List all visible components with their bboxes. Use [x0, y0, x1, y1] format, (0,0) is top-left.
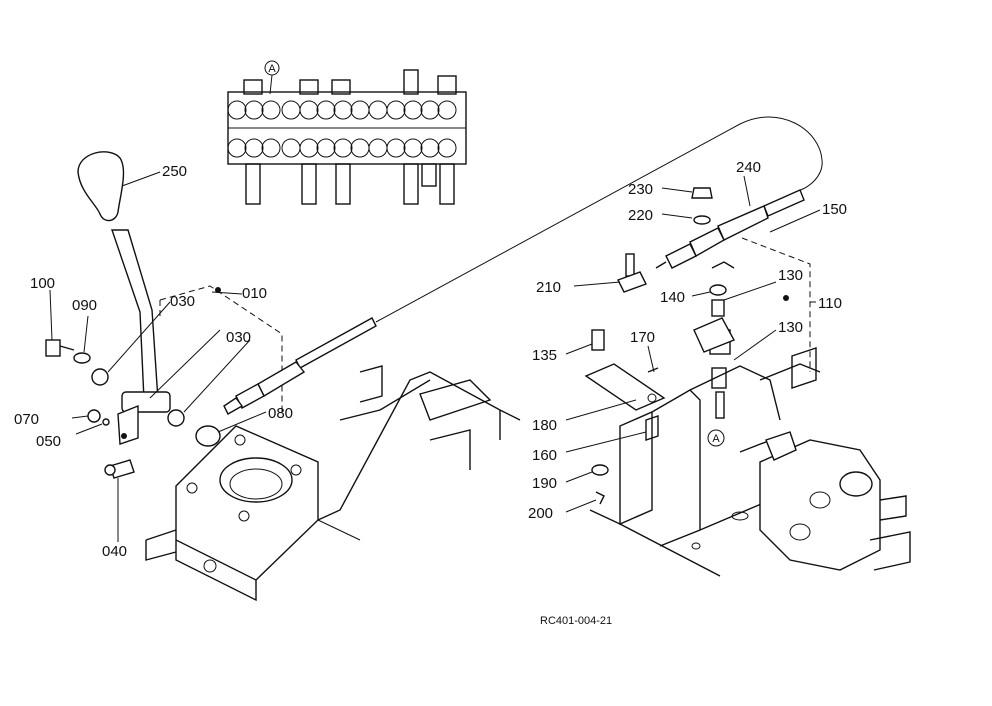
label-170: 170	[630, 329, 655, 346]
label-040: 040	[102, 543, 127, 560]
label-030-upper: 030	[170, 293, 195, 310]
label-220: 220	[628, 207, 653, 224]
label-050: 050	[36, 433, 61, 450]
label-240: 240	[736, 159, 761, 176]
label-100: 100	[30, 275, 55, 292]
label-250: 250	[162, 163, 187, 180]
label-135: 135	[532, 347, 557, 364]
label-090: 090	[72, 297, 97, 314]
label-230: 230	[628, 181, 653, 198]
label-070: 070	[14, 411, 39, 428]
chassis-frame	[145, 365, 521, 602]
valve-mount-frame	[589, 347, 911, 577]
label-160: 160	[532, 447, 557, 464]
label-080: 080	[268, 405, 293, 422]
label-210: 210	[536, 279, 561, 296]
reference-code: RC401-004-21	[540, 615, 612, 627]
leader-lines	[49, 171, 821, 542]
label-180: 180	[532, 417, 557, 434]
label-010: 010	[242, 285, 267, 302]
label-150: 150	[822, 201, 847, 218]
part-labels: 250 100 090 030 010 030 070 050 080 040 …	[14, 159, 847, 560]
label-200: 200	[528, 505, 553, 522]
label-130-upper: 130	[778, 267, 803, 284]
valve-bank-inset: A	[227, 60, 467, 205]
label-140: 140	[660, 289, 685, 306]
label-030-lower: 030	[226, 329, 251, 346]
main-marker-a: A	[712, 433, 720, 445]
label-110: 110	[818, 295, 842, 312]
inset-marker-a: A	[268, 63, 276, 75]
lever-assembly	[45, 151, 283, 479]
label-130-lower: 130	[778, 319, 803, 336]
label-190: 190	[532, 475, 557, 492]
control-cable	[223, 116, 823, 415]
linkage-assembly: A	[584, 187, 811, 505]
